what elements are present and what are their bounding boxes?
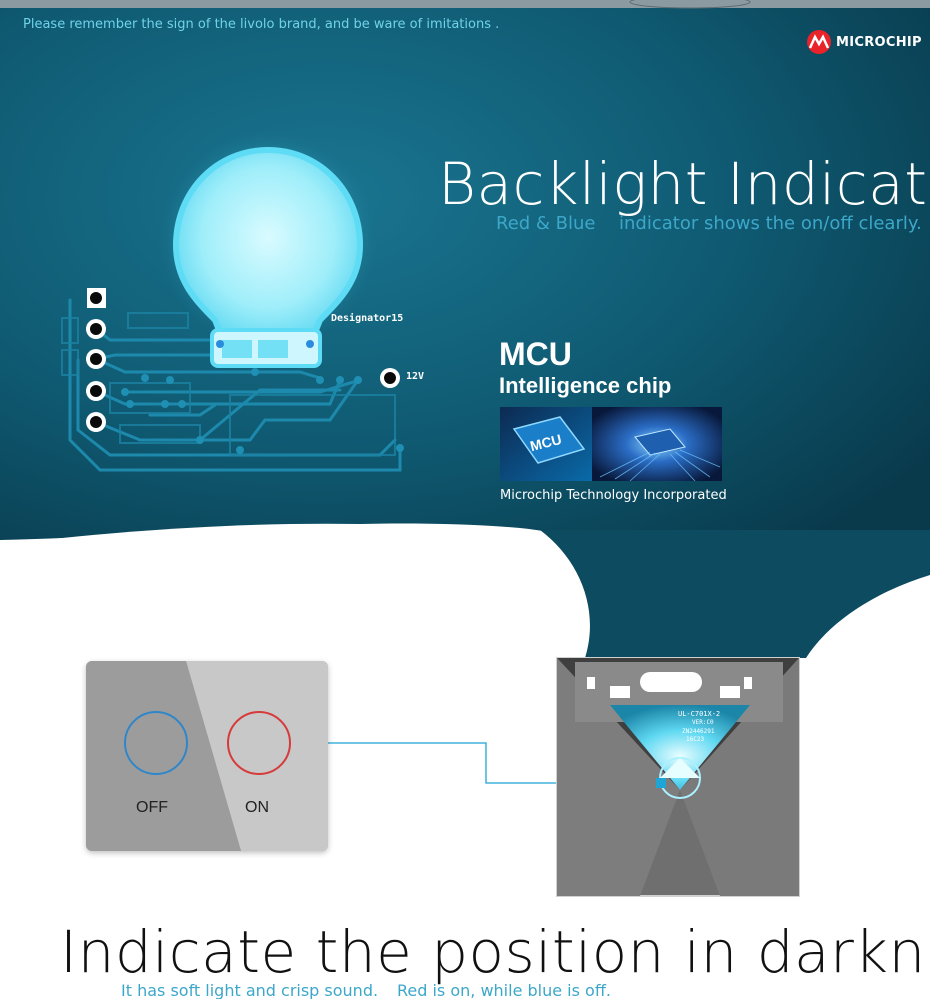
on-button-ring[interactable] [227,711,291,775]
mcu-chip-text: MCU [528,431,563,454]
microchip-logo-icon [807,30,831,54]
pcb-designator-label: Designator15 [331,313,404,324]
mcu-caption: Microchip Technology Incorporated [500,488,727,503]
mcu-chip-image: MCU [500,407,722,481]
mcu-subtitle: Intelligence chip [499,373,672,398]
switch-panel-face [86,661,328,851]
module-board-text-4: 16C23 [686,736,704,743]
backlight-subtitle-part2: indicator shows the on/off clearly. [619,213,922,234]
pcb-pins [86,288,400,432]
pcb-traces [68,298,402,472]
off-button-ring[interactable] [124,711,188,775]
darkness-title: Indicate the position in darkness [60,918,930,986]
darkness-subtitle-part1: It has soft light and crisp sound. [121,981,379,999]
module-board-text-2: VER:C0 [692,719,714,726]
pcb-voltage-label: 12V [406,371,425,382]
microchip-logo: MICROCHIP [806,28,922,56]
switch-panel [86,661,328,851]
backlight-title: Backlight Indicator [438,150,930,218]
backlight-subtitle-part1: Red & Blue [496,213,596,234]
module-board-text-3: ZN2446291 [682,728,715,735]
off-label: OFF [136,799,168,816]
mcu-title: MCU [499,336,572,372]
glowing-bulb [158,130,378,368]
switch-module [556,657,800,897]
brand-notice: Please remember the sign of the livolo b… [23,17,500,32]
darkness-subtitle-part2: Red is on, while blue is off. [397,981,611,999]
logo-text: MICROCHIP [836,34,922,50]
module-board-text-1: UL-C701X-2 [678,710,720,718]
on-label: ON [245,799,269,816]
pcb-vias [121,368,404,454]
